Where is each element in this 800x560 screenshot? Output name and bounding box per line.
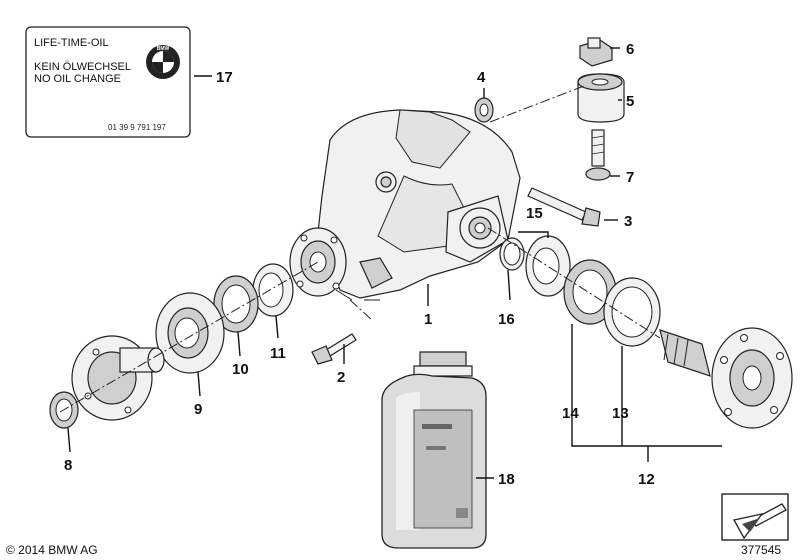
o-ring-16 (499, 237, 525, 271)
callout-4: 4 (477, 69, 486, 86)
callout-5: 5 (626, 93, 634, 110)
callout-7: 7 (626, 169, 634, 186)
callout-6: 6 (626, 41, 634, 58)
output-flange-left (289, 227, 347, 297)
arrow-down-left-icon (733, 503, 787, 540)
callout-12: 12 (638, 471, 655, 488)
output-flange-12 (659, 327, 793, 429)
callout-16: 16 (498, 311, 515, 328)
flange-seal-9 (155, 292, 225, 374)
callout-14: 14 (562, 405, 579, 422)
callout-9: 9 (194, 401, 202, 418)
callout-3: 3 (624, 213, 632, 230)
callout-18: 18 (498, 471, 515, 488)
rubber-mount-5 (577, 73, 625, 123)
oil-bottle (381, 351, 487, 549)
bmw-logo-icon: BMW (146, 45, 180, 79)
callout-10: 10 (232, 361, 249, 378)
callout-numbers: 1 2 3 4 5 6 7 8 9 10 11 12 13 14 15 16 1… (64, 41, 655, 488)
shim-ring-13 (603, 277, 661, 347)
navigation-arrow-box[interactable] (721, 493, 789, 541)
callout-11: 11 (270, 345, 286, 362)
svg-text:BMW: BMW (157, 46, 170, 52)
leader-lines (67, 47, 722, 479)
nut-6 (579, 37, 613, 67)
rubber-bushing-4 (474, 97, 494, 123)
oil-label-line2: NO OIL CHANGE (34, 73, 121, 85)
callout-13: 13 (612, 405, 629, 422)
seal-ring-14 (563, 259, 617, 325)
oil-label-line1: KEIN ÖLWECHSEL (34, 61, 131, 73)
copyright-text: © 2014 BMW AG (6, 543, 98, 557)
drive-flange-left (71, 335, 165, 421)
callout-15: 15 (526, 205, 543, 222)
shaft-seal-11 (252, 263, 294, 317)
bolt-2 (311, 333, 357, 365)
callout-2: 2 (337, 369, 345, 386)
callout-1: 1 (424, 311, 432, 328)
differential-housing (317, 109, 521, 301)
seal-ring-10 (213, 275, 259, 333)
bolt-3 (527, 187, 601, 227)
assembly-axes (59, 85, 661, 413)
oil-label-sticker: LIFE-TIME-OIL KEIN ÖLWECHSEL NO OIL CHAN… (25, 26, 191, 138)
bolt-7 (585, 129, 611, 181)
shaft-seal-15 (525, 235, 571, 297)
callout-17: 17 (216, 69, 233, 86)
callout-8: 8 (64, 457, 72, 474)
oil-label-title: LIFE-TIME-OIL (34, 37, 109, 49)
oil-label-part-number: 01 39 9 791 197 (108, 123, 166, 132)
diagram-id: 377545 (741, 543, 781, 557)
